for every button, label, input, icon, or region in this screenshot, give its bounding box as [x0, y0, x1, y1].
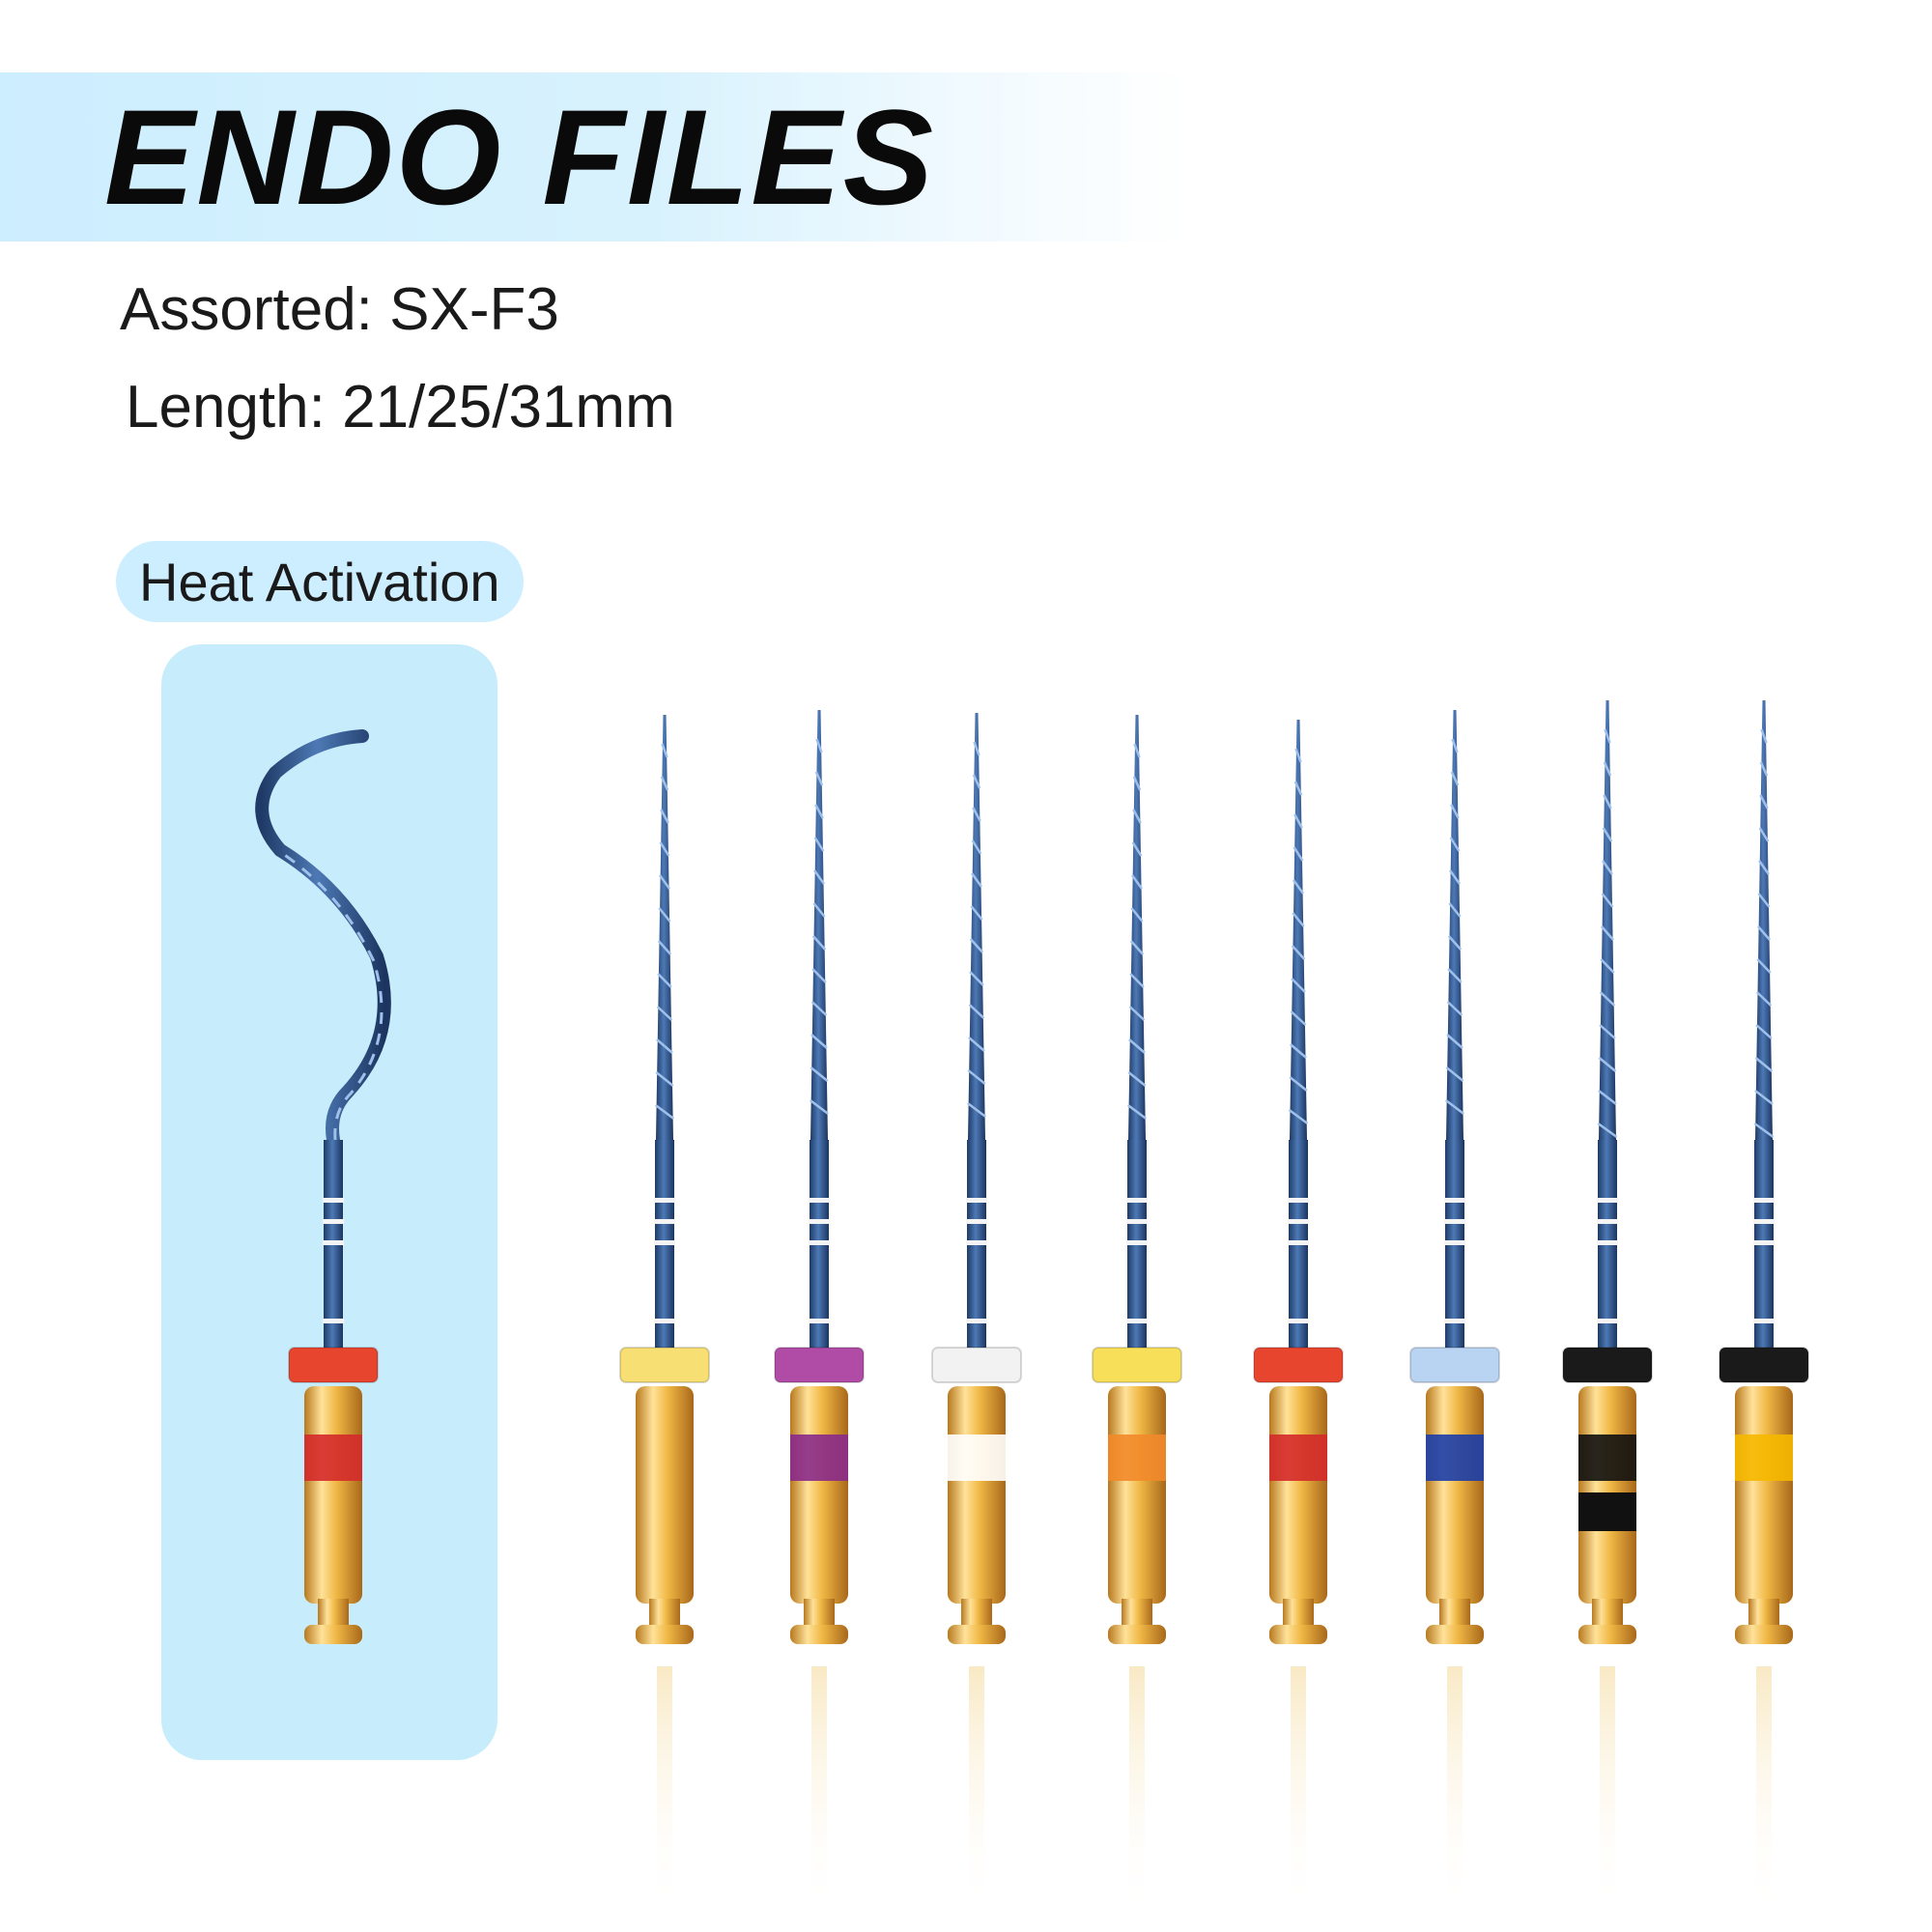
title-banner: [0, 72, 1188, 242]
heat-activation-badge: Heat Activation: [116, 541, 524, 622]
spec-length: Length: 21/25/31mm: [126, 374, 675, 440]
endo-file: [619, 715, 710, 1918]
endo-file: [1253, 720, 1344, 1918]
endo-file: [1719, 700, 1809, 1918]
endo-file: [1092, 715, 1182, 1918]
page-title: ENDO FILES: [104, 81, 936, 233]
endo-file: [255, 729, 391, 1644]
endo-file: [1562, 700, 1653, 1918]
endo-file: [1409, 710, 1500, 1918]
endo-file: [774, 710, 865, 1918]
heat-activation-label: Heat Activation: [139, 551, 500, 612]
endo-file: [931, 713, 1022, 1918]
spec-assorted: Assorted: SX-F3: [120, 276, 559, 343]
